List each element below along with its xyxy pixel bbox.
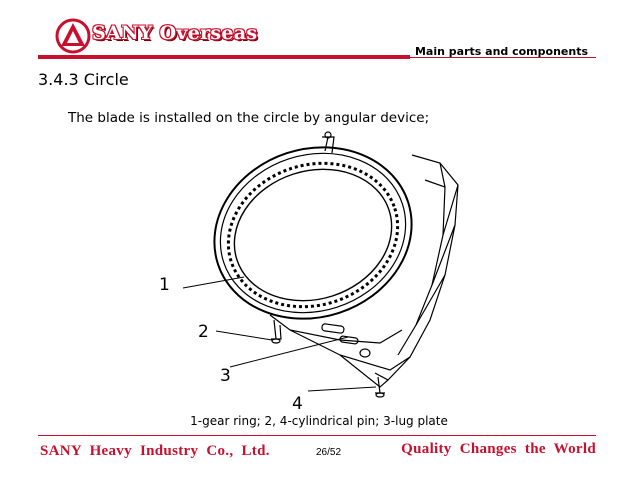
circle-assembly-drawing: 1 2 3 4: [159, 131, 459, 414]
footer-divider: [38, 435, 596, 436]
header-divider-thin: [410, 57, 596, 58]
sany-logo-icon: [55, 18, 91, 54]
page-number: 26/52: [316, 447, 342, 458]
callout-2: 2: [198, 322, 209, 342]
header-divider: [38, 55, 410, 59]
callout-1: 1: [159, 275, 170, 295]
figure-caption: 1-gear ring; 2, 4-cylindrical pin; 3-lug…: [190, 414, 448, 428]
footer-company: SANY Heavy Industry Co., Ltd.: [40, 443, 270, 459]
footer-slogan: Quality Changes the World: [401, 441, 596, 457]
section-label: Main parts and components: [414, 45, 588, 58]
callout-3: 3: [220, 366, 231, 386]
body-text: The blade is installed on the circle by …: [68, 110, 430, 126]
brand-name: SANY Overseas: [92, 22, 258, 44]
callout-4: 4: [292, 394, 303, 414]
page-title: 3.4.3 Circle: [38, 70, 129, 89]
